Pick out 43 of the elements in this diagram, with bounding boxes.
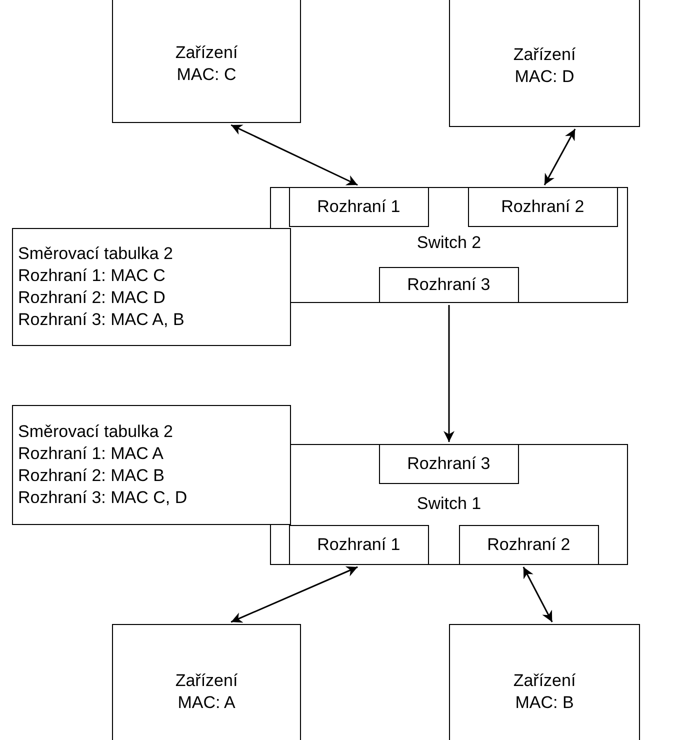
- device-box: [449, 624, 640, 740]
- interface-label: Rozhraní 3: [407, 452, 490, 475]
- device-box: [112, 624, 301, 740]
- switch-label: Switch 1: [416, 493, 482, 515]
- device-label: MAC: A: [178, 692, 236, 714]
- table-title: Směrovací tabulka 2: [18, 421, 173, 443]
- interface-label: Rozhraní 3: [407, 274, 490, 296]
- interface-box: [468, 186, 618, 227]
- switch-box: [270, 187, 628, 303]
- table-row: Rozhraní 2: MAC D: [18, 287, 166, 309]
- interface-box: [458, 524, 599, 565]
- table-row: Rozhraní 3: MAC C, D: [18, 487, 188, 509]
- interface-label: Rozhraní 1: [317, 196, 400, 218]
- device-label: Zařízení: [513, 670, 576, 692]
- device-label: Zařízení: [175, 670, 238, 692]
- device-box: [112, 0, 301, 123]
- arrow: [444, 305, 454, 442]
- arrow: [544, 128, 576, 186]
- device-label: MAC: B: [515, 692, 574, 714]
- interface-box: [288, 524, 429, 565]
- arrow: [522, 566, 553, 622]
- interface-label: Rozhraní 2: [501, 196, 584, 218]
- table-title: Směrovací tabulka 2: [18, 243, 173, 265]
- interface-label: Rozhraní 1: [317, 534, 400, 556]
- device-label: Zařízení: [513, 44, 576, 66]
- routing-table-box: [12, 405, 291, 525]
- interface-box: [378, 266, 519, 303]
- table-row: Rozhraní 2: MAC B: [18, 465, 164, 487]
- device-label: MAC: D: [514, 66, 574, 88]
- device-box: [449, 0, 640, 127]
- interface-box: [288, 186, 429, 227]
- interface-box: [378, 444, 519, 484]
- device-label: Zařízení: [175, 42, 238, 64]
- table-row: Rozhraní 3: MAC A, B: [18, 309, 184, 331]
- switch-label: Switch 2: [416, 232, 482, 254]
- arrow: [230, 124, 358, 186]
- interface-label: Rozhraní 2: [487, 534, 570, 556]
- switch-box: [270, 444, 628, 565]
- table-row: Rozhraní 1: MAC C: [18, 265, 166, 287]
- device-label: MAC: C: [176, 64, 236, 86]
- table-row: Rozhraní 1: MAC A: [18, 443, 164, 465]
- arrow: [230, 566, 358, 623]
- routing-table-box: [12, 228, 291, 346]
